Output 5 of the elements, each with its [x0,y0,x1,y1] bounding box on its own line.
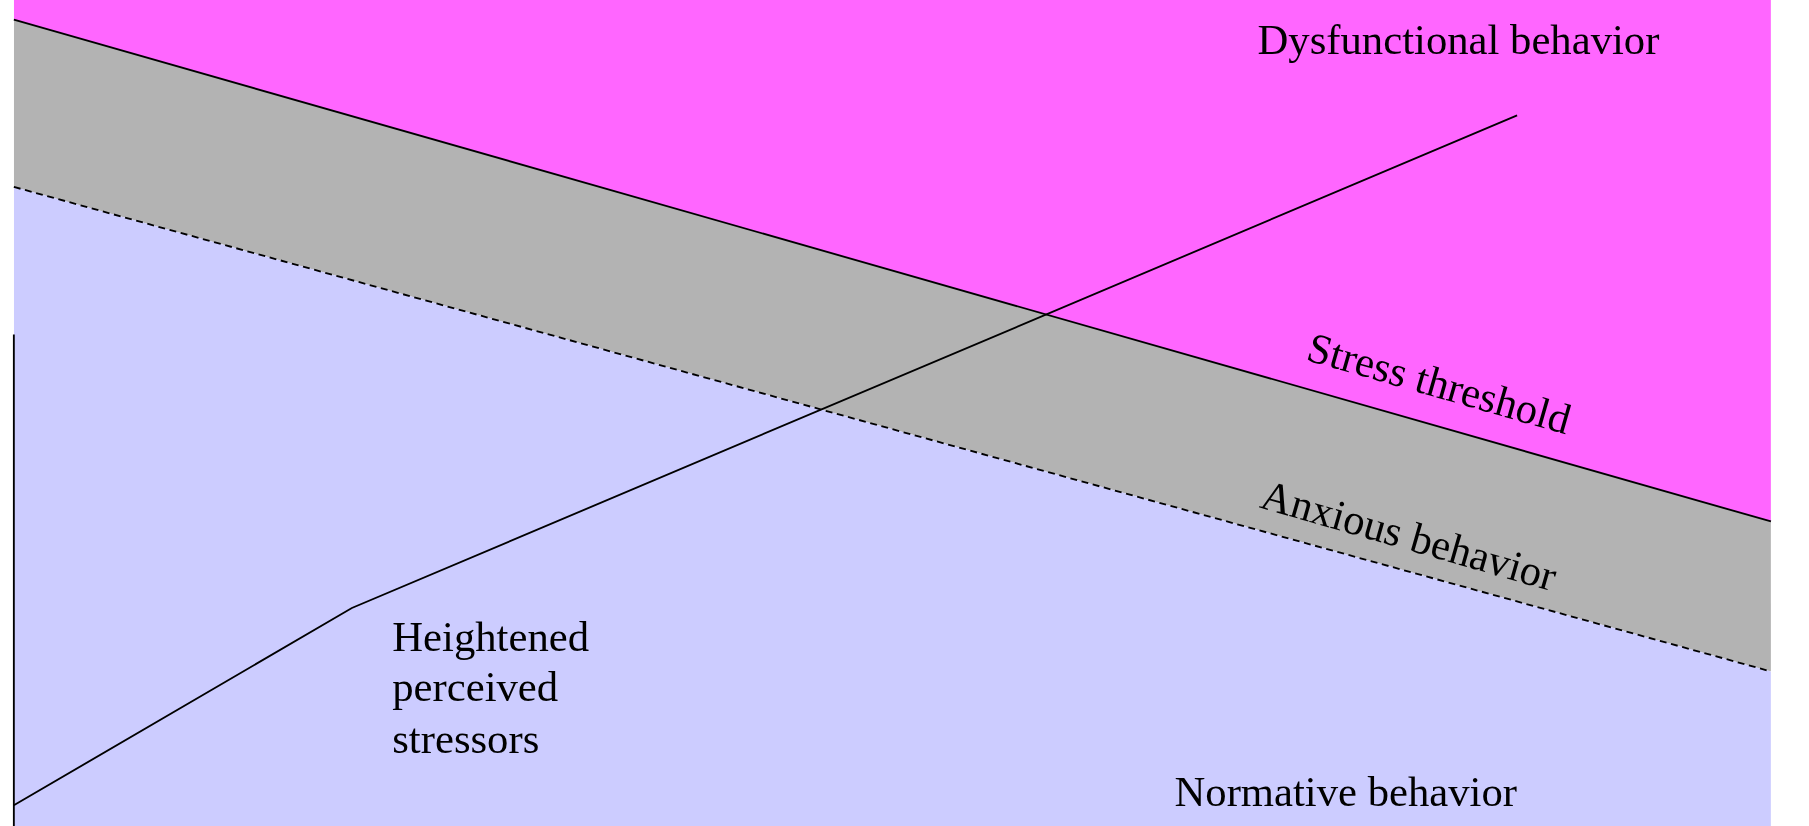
zone-label: Normative behavior [1174,768,1518,818]
zone-label: Dysfunctional behavior [1257,16,1660,66]
area-label: Heightened perceived stressors [392,611,590,765]
zone-label: Anxious behavior [1255,470,1562,602]
line-label: Stress threshold [1301,323,1577,446]
